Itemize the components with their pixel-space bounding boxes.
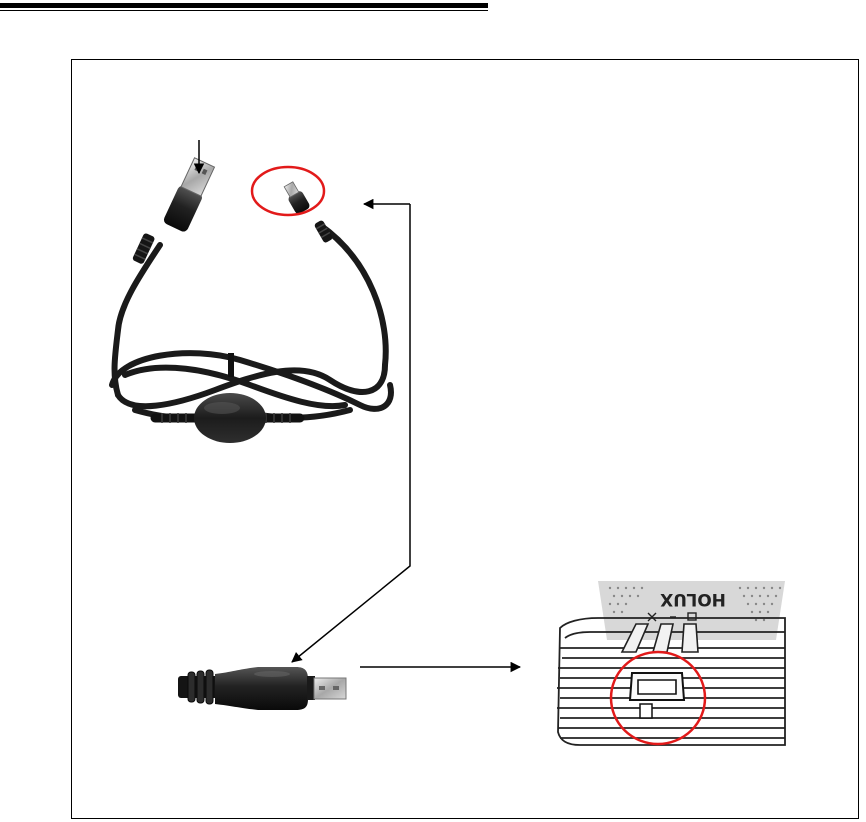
- cable-tie: [228, 353, 234, 377]
- mini-plug-small: [282, 180, 311, 215]
- device-logo: HOLUX: [660, 589, 726, 609]
- usb-a-plug: [162, 157, 216, 233]
- arrow-connector-path: [292, 204, 410, 662]
- usb-cable: [112, 157, 391, 443]
- cable-coil: [112, 225, 391, 418]
- device: HOLUX: [557, 581, 785, 745]
- mini-usb-plug: [178, 667, 346, 710]
